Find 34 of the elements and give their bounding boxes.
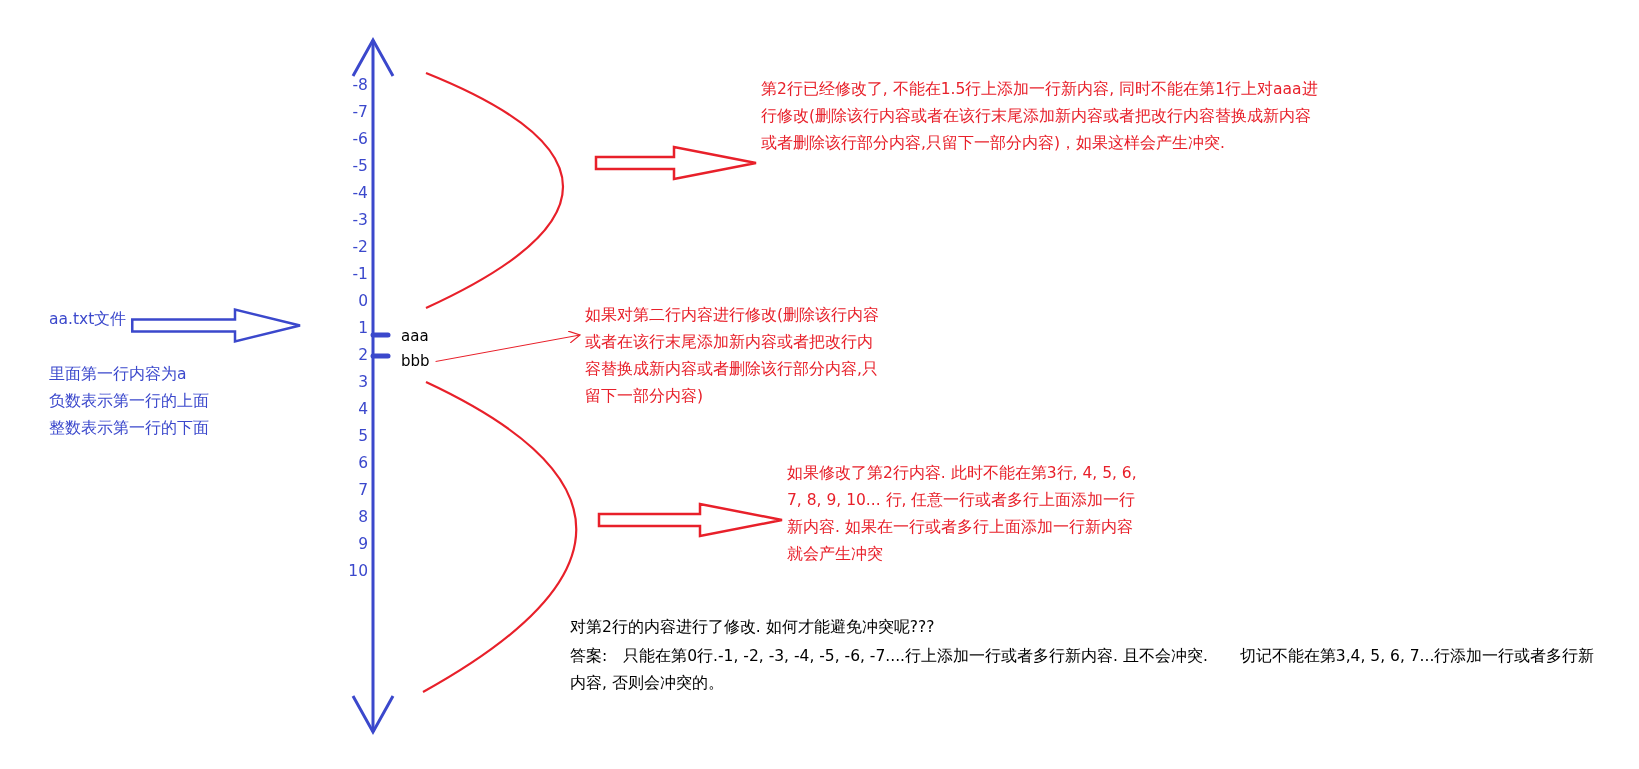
file-name-text: aa.txt文件 — [49, 306, 127, 333]
axis-number: -1 — [351, 264, 368, 285]
axis-number: -5 — [351, 156, 368, 177]
axis-number: 0 — [357, 291, 368, 312]
axis-number: 9 — [357, 534, 368, 555]
question-text: 对第2行的内容进行了修改. 如何才能避免冲突呢??? — [570, 617, 935, 638]
axis-number: -8 — [351, 75, 368, 96]
line-text: aaa — [401, 326, 429, 347]
answer-text: 答案: 只能在第0行.-1, -2, -3, -4, -5, -6, -7....行上添加一行或者多行新内容. 且不会冲突. 切记不能在第3,4, 5, 6, 7...行添加一行或者多行新内容, 否则会冲突的。 — [570, 646, 1596, 694]
axis-number: 3 — [357, 372, 368, 393]
block-arrow — [594, 145, 758, 181]
axis-number: 8 — [357, 507, 368, 528]
note-text: 第2行已经修改了, 不能在1.5行上添加一行新内容, 同时不能在第1行上对aaa进行修改(删除该行内容或者在该行末尾添加新内容或者把改行内容替换成新内容或者删除该行部分内容,只留下一部分内容)，如果这样会产生冲突. — [761, 76, 1321, 157]
axis-number: -7 — [351, 102, 368, 123]
axis-number: 4 — [357, 399, 368, 420]
note-text: 负数表示第一行的上面 — [49, 391, 209, 412]
axis-number: 5 — [357, 426, 368, 447]
axis-number: 10 — [347, 561, 368, 582]
block-arrow — [131, 307, 302, 344]
block-arrow — [597, 502, 784, 538]
arrow — [435, 330, 581, 362]
note-text: 如果对第二行内容进行修改(删除该行内容或者在该行末尾添加新内容或者把改行内容替换成新内容或者删除该行部分内容,只留下一部分内容) — [585, 302, 885, 410]
axis-number: -6 — [351, 129, 368, 150]
axis-number: 7 — [357, 480, 368, 501]
axis-number: -3 — [351, 210, 368, 231]
note-text: 整数表示第一行的下面 — [49, 418, 209, 439]
axis-number: 2 — [357, 345, 368, 366]
axis-number: -2 — [351, 237, 368, 258]
axis-number: 6 — [357, 453, 368, 474]
axis-number: 1 — [357, 318, 368, 339]
note-text: 如果修改了第2行内容. 此时不能在第3行, 4, 5, 6, 7, 8, 9, 10... 行, 任意一行或者多行上面添加一行新内容. 如果在一行或者多行上面添加一行新内容就会产生冲突 — [787, 460, 1137, 568]
line-text: bbb — [401, 348, 430, 375]
axis-number: -4 — [351, 183, 368, 204]
note-text: 里面第一行内容为a — [49, 364, 187, 385]
